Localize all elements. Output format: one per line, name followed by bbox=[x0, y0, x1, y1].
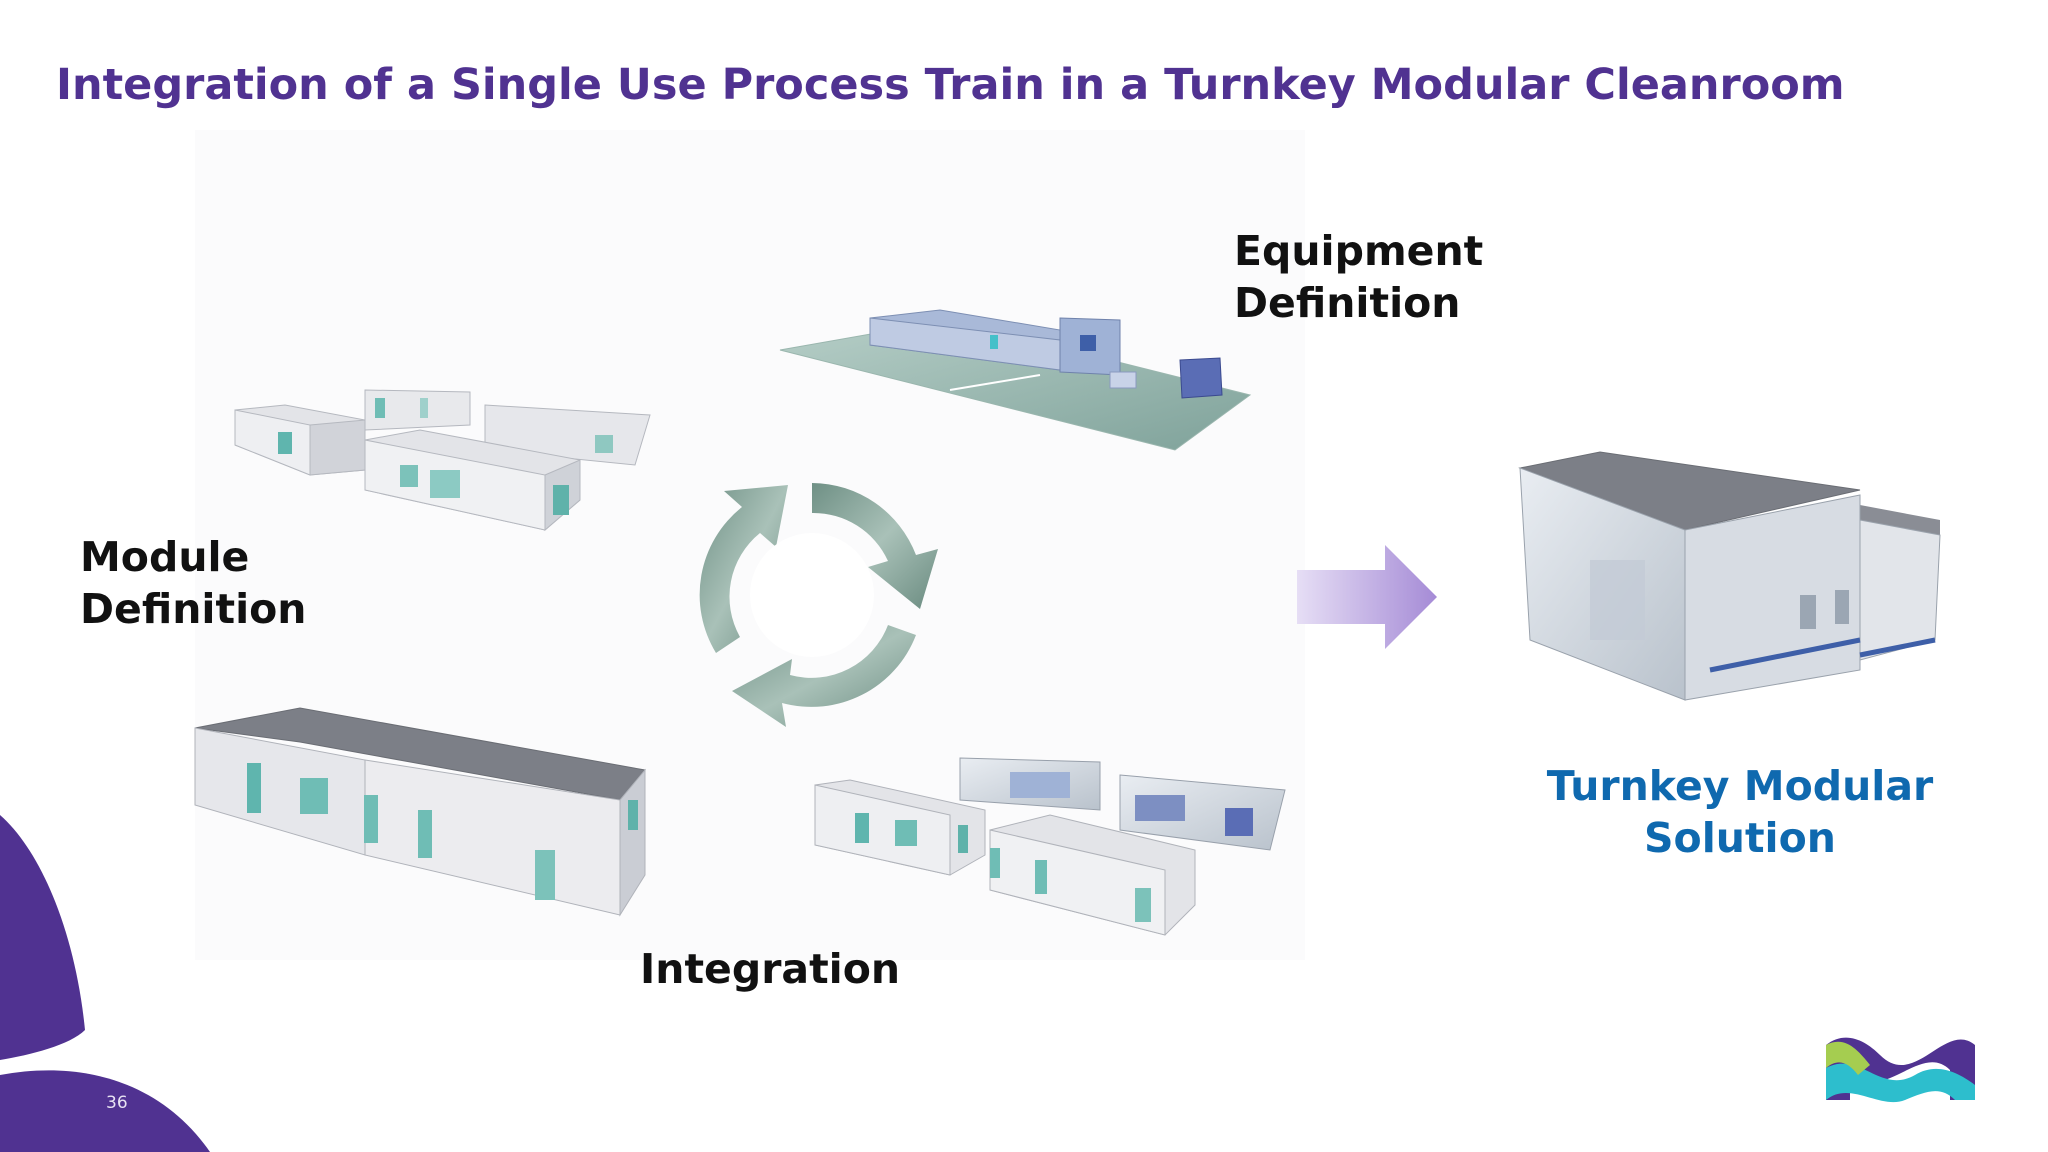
module-definition-label: Module Definition bbox=[80, 531, 306, 635]
cycle-icon bbox=[699, 483, 938, 727]
turnkey-building bbox=[1518, 451, 1941, 701]
page-title: Integration of a Single Use Process Trai… bbox=[56, 60, 1845, 110]
brand-m-logo-icon bbox=[1826, 1037, 1975, 1103]
equipment-layout bbox=[779, 309, 1252, 451]
module-containers bbox=[234, 389, 651, 532]
page-number: 36 bbox=[106, 1093, 128, 1113]
turnkey-solution-line-1: Turnkey Modular bbox=[1546, 762, 1934, 810]
decor-shape-bottom bbox=[0, 1070, 210, 1152]
turnkey-solution-label: Turnkey Modular Solution bbox=[1520, 760, 1960, 864]
integration-cleanroom-left bbox=[194, 707, 646, 917]
equipment-definition-line-1: Equipment bbox=[1234, 227, 1484, 275]
arrow-right-icon bbox=[1297, 545, 1437, 649]
integration-label: Integration bbox=[640, 945, 901, 993]
module-definition-line-1: Module bbox=[80, 533, 250, 581]
integration-containers bbox=[814, 757, 1286, 936]
decor-shape-left bbox=[0, 815, 85, 1060]
module-definition-line-2: Definition bbox=[80, 585, 307, 633]
turnkey-solution-line-2: Solution bbox=[1644, 814, 1836, 862]
equipment-definition-label: Equipment Definition bbox=[1234, 225, 1483, 329]
equipment-definition-line-2: Definition bbox=[1234, 279, 1461, 327]
